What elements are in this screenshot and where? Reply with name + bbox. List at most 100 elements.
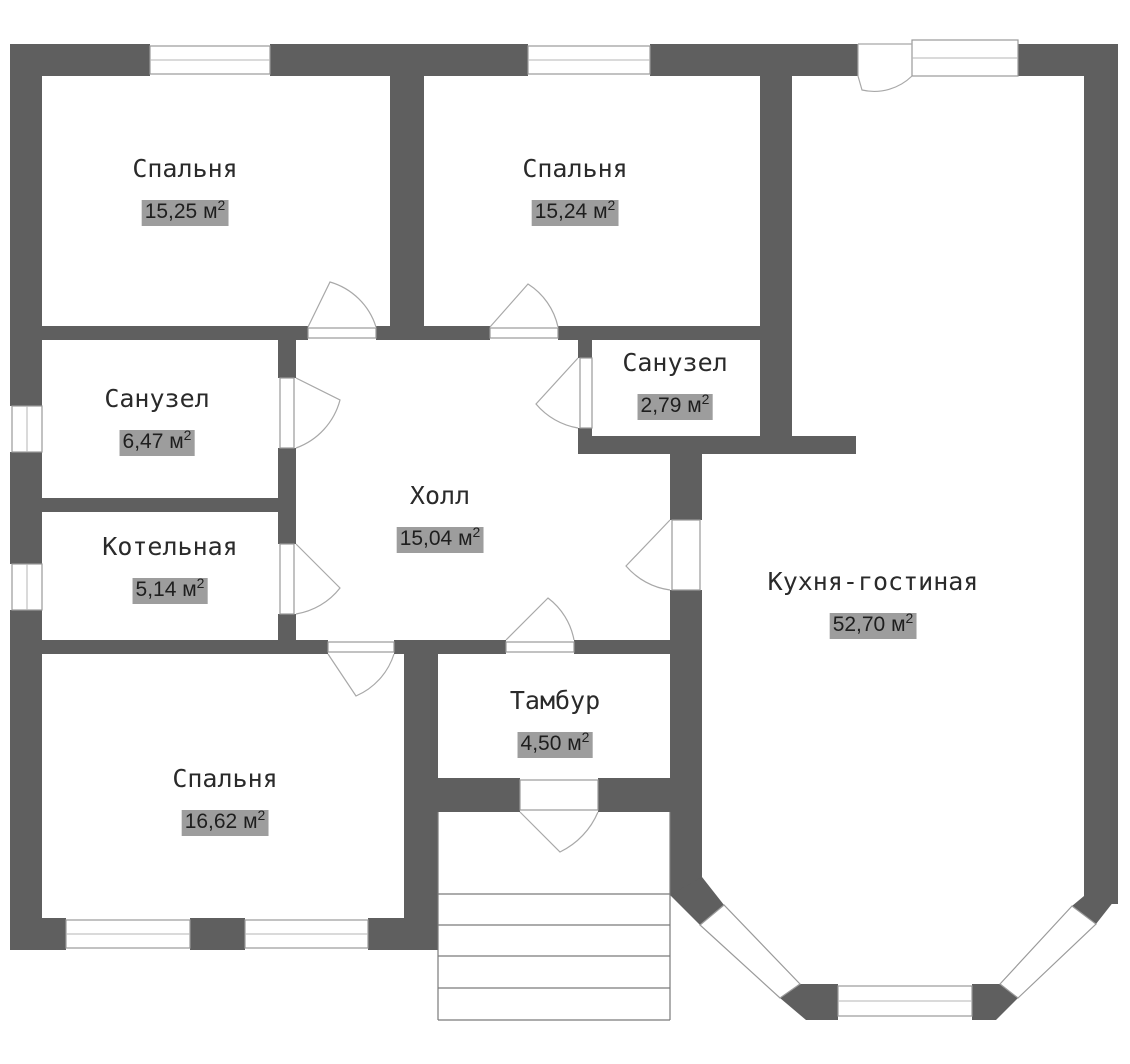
walls: [10, 44, 1118, 1020]
room-area-unit-exponent: 2: [473, 524, 481, 540]
wall-int-h3: [42, 498, 278, 512]
room-area-value: 16,62 м: [185, 810, 258, 833]
door-swings: [295, 43, 913, 853]
room-area-value: 15,04 м: [400, 527, 473, 550]
wall-left-3: [10, 610, 42, 950]
door-swing-bath-w: [295, 377, 341, 449]
wall-int-h1a: [42, 326, 308, 340]
wall-bay-bottom-left: [780, 984, 838, 1020]
window-int-kitchen: [671, 519, 701, 591]
room-area-value: 15,25 м: [145, 200, 218, 223]
room-label-bedroom-sw: Спальня 16,62 м2: [172, 764, 278, 836]
wall-int-h4a: [42, 640, 328, 654]
room-area-value: 2,79 м: [641, 394, 702, 417]
room-name: Санузел: [104, 384, 209, 413]
windows: [11, 39, 1097, 1017]
wall-int-v2: [760, 76, 792, 436]
room-area-value: 4,50 м: [521, 732, 582, 755]
room-area-background: [141, 200, 229, 226]
room-name: Холл: [410, 481, 470, 510]
door-swing-boiler: [295, 543, 341, 615]
wall-int-h4b: [394, 640, 506, 654]
room-label-bathroom-w: Санузел 6,47 м2: [104, 384, 210, 456]
room-area-unit-exponent: 2: [184, 427, 192, 443]
window-int-left-2: [279, 543, 295, 615]
room-area-unit-exponent: 2: [582, 729, 590, 745]
room-area-unit-exponent: 2: [608, 197, 616, 213]
room-area-background: [132, 578, 208, 604]
entrance-stairs: [437, 812, 671, 1021]
wall-top-2: [270, 44, 528, 76]
room-area-background: [531, 200, 619, 226]
room-area: 4,50 м2: [521, 729, 590, 755]
wall-int-v4a: [578, 340, 592, 358]
wall-left-2: [10, 452, 42, 564]
door-swing-bedroom-sw: [327, 653, 395, 697]
room-area-value: 6,47 м: [123, 430, 184, 453]
room-name: Спальня: [522, 154, 627, 183]
window-int-hall-bottom-left: [327, 641, 395, 653]
room-area-background: [637, 394, 713, 420]
door-swing-entrance: [519, 811, 599, 853]
room-area: 52,70 м2: [833, 610, 914, 636]
window-int-left-1: [279, 377, 295, 449]
wall-int-h1b: [376, 326, 490, 340]
room-area-unit-exponent: 2: [258, 807, 266, 823]
door-swing-bedroom-nw: [307, 281, 377, 328]
wall-bottom-1: [10, 918, 66, 950]
room-area: 15,24 м2: [535, 197, 616, 223]
room-area-background: [829, 613, 917, 639]
room-area: 6,47 м2: [123, 427, 192, 453]
room-area-background: [119, 430, 195, 456]
door-swing-bath-small: [535, 357, 579, 429]
door-swing-kitchen-exterior: [857, 75, 913, 93]
window-int-hall-top-left: [307, 327, 377, 339]
wall-int-h1c: [558, 326, 760, 340]
room-area-background: [181, 810, 269, 836]
door-swing-vestibule-in: [505, 597, 575, 641]
wall-bottom-2: [190, 918, 245, 950]
room-area-unit-exponent: 2: [906, 610, 914, 626]
wall-top-3: [650, 44, 858, 76]
room-name: Кухня-гостиная: [768, 567, 979, 596]
room-area-background: [517, 732, 593, 758]
room-label-vestibule: Тамбур 4,50 м2: [510, 686, 600, 758]
wall-int-v3b: [278, 448, 296, 544]
room-label-hall: Холл 15,04 м2: [396, 481, 484, 553]
room-name: Котельная: [102, 532, 237, 561]
wall-right: [1084, 44, 1118, 904]
room-area: 15,04 м2: [400, 524, 481, 550]
room-name: Спальня: [172, 764, 277, 793]
wall-int-h5b: [598, 778, 670, 812]
room-area: 16,62 м2: [185, 807, 266, 833]
wall-bay-left: [670, 877, 724, 925]
window-int-right-1: [579, 357, 593, 429]
window-bay-right: [999, 905, 1097, 999]
room-area-unit-exponent: 2: [197, 575, 205, 591]
wall-int-v5b: [670, 590, 702, 895]
room-name: Спальня: [132, 154, 237, 183]
door-swing-kitchen: [625, 519, 671, 591]
wall-int-h5a: [438, 778, 520, 812]
room-label-kitchen-living: Кухня-гостиная 52,70 м2: [768, 567, 979, 639]
room-area: 2,79 м2: [641, 391, 710, 417]
wall-int-h2: [580, 436, 856, 454]
window-int-hall-top-right: [489, 327, 559, 339]
wall-int-v1: [390, 76, 424, 326]
wall-bay-bottom-right: [972, 984, 1018, 1020]
room-name: Тамбур: [510, 686, 600, 715]
door-swing-bedroom-n: [489, 283, 559, 328]
room-area-unit-exponent: 2: [702, 391, 710, 407]
wall-left-1: [10, 44, 42, 406]
wall-int-h4c: [574, 640, 670, 654]
room-area-value: 52,70 м: [833, 613, 906, 636]
room-area-background: [396, 527, 484, 553]
wall-bay-right: [1072, 896, 1118, 924]
wall-int-v3c: [278, 614, 296, 642]
wall-int-v5a: [670, 452, 702, 520]
wall-int-v6: [404, 652, 438, 950]
